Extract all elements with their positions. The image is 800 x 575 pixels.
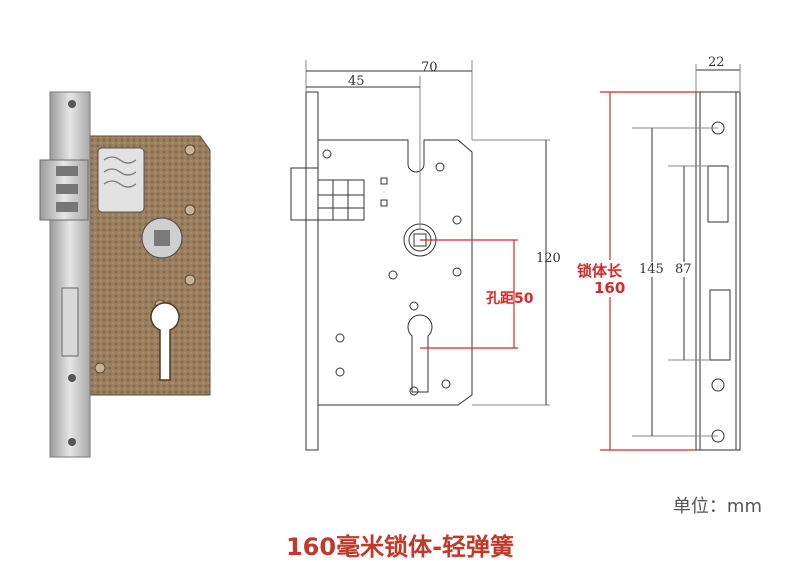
dim-120-label: 120 (536, 251, 561, 266)
dim-70-label: 70 (421, 60, 438, 75)
hole-distance-marker (420, 239, 518, 349)
dim-22-label: 22 (708, 55, 725, 70)
dim-45-label: 45 (348, 74, 365, 89)
body-length-label: 锁体长 (577, 260, 623, 281)
body-length-value: 160 (594, 279, 626, 297)
page-title: 160毫米锁体-轻弹簧 (285, 533, 515, 561)
lock-body-photo (39, 91, 211, 458)
unit-label: 单位：mm (672, 496, 762, 517)
dim-145-label: 145 (639, 262, 664, 277)
side-view-drawing (632, 64, 741, 451)
hole-distance-label: 孔距50 (486, 291, 534, 307)
front-view-drawing (290, 60, 550, 451)
dim-87-label: 87 (675, 262, 692, 277)
